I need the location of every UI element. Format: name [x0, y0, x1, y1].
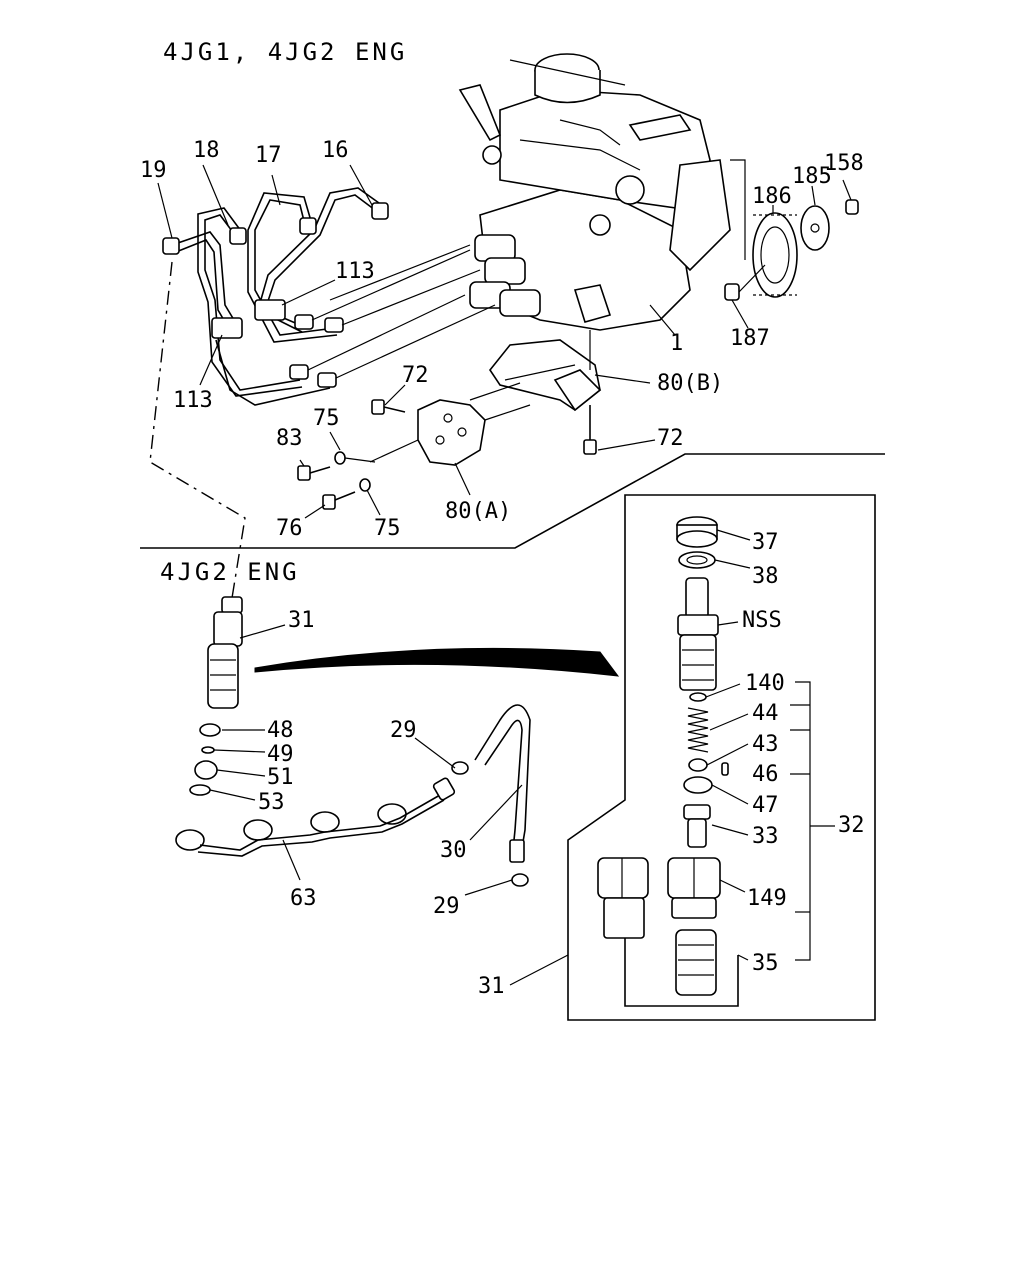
- detail-pointer-wedge: [254, 647, 620, 677]
- pipe19-leader: [149, 261, 246, 599]
- callout-49: 49: [267, 742, 294, 767]
- callout-113-lower: 113: [173, 388, 213, 413]
- callout-75-lower: 75: [374, 516, 401, 541]
- callout-47: 47: [752, 793, 779, 818]
- leader-lines: [157, 164, 852, 986]
- callout-83: 83: [276, 426, 303, 451]
- engine-header-lower: 4JG2 ENG: [160, 558, 300, 586]
- callout-48: 48: [267, 718, 294, 743]
- callout-38: 38: [752, 564, 779, 589]
- leak-off-pipe: [175, 777, 456, 857]
- callout-1: 1: [670, 331, 683, 356]
- callout-72-lower: 72: [657, 426, 684, 451]
- callout-72-upper: 72: [402, 363, 429, 388]
- brackets: [297, 330, 602, 510]
- callout-53: 53: [258, 790, 285, 815]
- callout-17: 17: [255, 143, 282, 168]
- callout-44: 44: [752, 701, 779, 726]
- callout-186: 186: [752, 184, 792, 209]
- callout-75-upper: 75: [313, 406, 340, 431]
- callout-18: 18: [193, 138, 220, 163]
- gear-assembly: [724, 159, 859, 301]
- section-divider: [140, 453, 885, 549]
- callout-33: 33: [752, 824, 779, 849]
- callout-37: 37: [752, 530, 779, 555]
- nozzle-holder-left: [189, 596, 243, 796]
- callout-149: 149: [747, 886, 787, 911]
- callout-29-lower: 29: [433, 894, 460, 919]
- callout-80a: 80(A): [445, 499, 511, 524]
- callout-113-upper: 113: [335, 259, 375, 284]
- return-hose: [451, 704, 531, 887]
- callout-labels: 16 17 18 19 113 113 1 185 186 158 187 72…: [140, 138, 865, 999]
- injection-pipes: [162, 187, 496, 406]
- callout-31-detail: 31: [478, 974, 505, 999]
- engine-header-top: 4JG1, 4JG2 ENG: [163, 38, 407, 66]
- callout-185: 185: [792, 164, 832, 189]
- callout-80b: 80(B): [657, 371, 723, 396]
- callout-140: 140: [745, 671, 785, 696]
- callout-46: 46: [752, 762, 779, 787]
- callout-51: 51: [267, 765, 294, 790]
- detail-box: [567, 494, 876, 1021]
- callout-31-left: 31: [288, 608, 315, 633]
- callout-43: 43: [752, 732, 779, 757]
- callout-63: 63: [290, 886, 317, 911]
- callout-19: 19: [140, 158, 167, 183]
- callout-158: 158: [824, 151, 864, 176]
- callout-16: 16: [322, 138, 349, 163]
- callout-32: 32: [838, 813, 865, 838]
- callout-35: 35: [752, 951, 779, 976]
- callout-nss: NSS: [742, 608, 782, 633]
- injection-pump-drawing: [458, 53, 731, 331]
- callout-30: 30: [440, 838, 467, 863]
- callout-29-upper: 29: [390, 718, 417, 743]
- callout-76: 76: [276, 516, 303, 541]
- callout-187: 187: [730, 326, 770, 351]
